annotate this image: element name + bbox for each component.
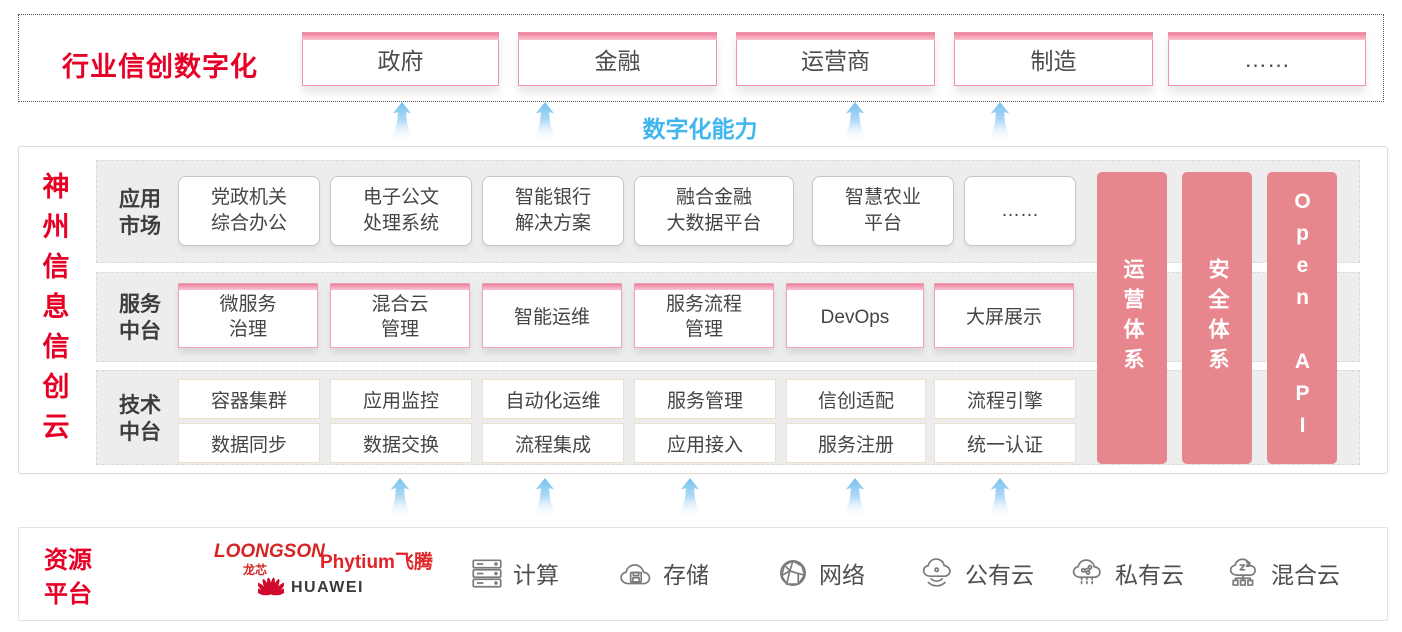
service-box-dashboard: 大屏展示 bbox=[934, 283, 1074, 348]
public-cloud-icon bbox=[922, 558, 951, 587]
platform-vertical-title: 神州信息信创云 bbox=[38, 172, 69, 452]
tech-box-unified-auth: 统一认证 bbox=[934, 423, 1076, 463]
up-arrow-icon bbox=[841, 478, 869, 518]
storage-icon bbox=[620, 564, 651, 585]
resource-item-public-cloud: 公有云 bbox=[920, 556, 1034, 590]
pillar-security-system: 安全体系 bbox=[1182, 172, 1252, 464]
industry-band bbox=[18, 14, 1384, 102]
service-box-intelligent-ops: 智能运维 bbox=[482, 283, 622, 348]
sector-box-more: …… bbox=[1168, 32, 1366, 86]
capability-label: 数字化能力 bbox=[642, 116, 758, 142]
resource-item-storage: 存储 bbox=[618, 556, 709, 590]
row-label-tech-middle: 技术 中台 bbox=[119, 394, 161, 445]
tech-box-service-mgmt: 服务管理 bbox=[634, 379, 776, 419]
pillar-open-api: Open API bbox=[1267, 172, 1337, 464]
huawei-logo: HUAWEI bbox=[258, 577, 364, 599]
huawei-flower-icon bbox=[258, 577, 284, 598]
service-box-devops: DevOps bbox=[786, 283, 924, 348]
loongson-logo: LOONGSON bbox=[214, 541, 325, 562]
tech-box-app-access: 应用接入 bbox=[634, 423, 776, 463]
app-box-smart-banking: 智能银行 解决方案 bbox=[482, 176, 624, 246]
up-arrow-icon bbox=[841, 102, 869, 142]
up-arrow-icon bbox=[531, 102, 559, 142]
up-arrow-icon bbox=[986, 478, 1014, 518]
service-box-microservice-governance: 微服务 治理 bbox=[178, 283, 318, 348]
hybrid-cloud-icon bbox=[1229, 558, 1256, 586]
sector-box-manufacturing: 制造 bbox=[954, 32, 1153, 86]
up-arrow-icon bbox=[986, 102, 1014, 142]
row-label-app-market: 应用 市场 bbox=[119, 188, 161, 239]
up-arrow-icon bbox=[676, 478, 704, 518]
app-box-e-document: 电子公文 处理系统 bbox=[330, 176, 472, 246]
app-box-party-gov-office: 党政机关 综合办公 bbox=[178, 176, 320, 246]
up-arrow-icon bbox=[386, 478, 414, 518]
resource-item-network: 网络 bbox=[774, 556, 865, 590]
app-box-more: …… bbox=[964, 176, 1076, 246]
tech-box-container-cluster: 容器集群 bbox=[178, 379, 320, 419]
tech-box-automated-ops: 自动化运维 bbox=[482, 379, 624, 419]
tech-box-process-engine: 流程引擎 bbox=[934, 379, 1076, 419]
sector-box-government: 政府 bbox=[302, 32, 499, 86]
sector-box-operator: 运营商 bbox=[736, 32, 935, 86]
loongson-cn-label: 龙芯 bbox=[243, 563, 268, 577]
resource-item-hybrid-cloud: 混合云 bbox=[1226, 556, 1340, 590]
resource-platform-panel bbox=[18, 527, 1388, 621]
industry-band-title: 行业信创数字化 bbox=[62, 52, 258, 82]
phytium-logo: Phytium飞腾 bbox=[320, 552, 433, 573]
network-icon bbox=[780, 560, 806, 586]
resource-platform-title: 资源 平台 bbox=[44, 547, 92, 608]
tech-box-process-integration: 流程集成 bbox=[482, 423, 624, 463]
resource-item-private-cloud: 私有云 bbox=[1070, 556, 1184, 590]
tech-box-app-monitoring: 应用监控 bbox=[330, 379, 472, 419]
huawei-text: HUAWEI bbox=[291, 579, 364, 596]
up-arrow-icon bbox=[388, 102, 416, 142]
app-box-smart-agriculture: 智慧农业 平台 bbox=[812, 176, 954, 246]
tech-box-service-registry: 服务注册 bbox=[786, 423, 926, 463]
resource-item-compute: 计算 bbox=[468, 556, 559, 590]
app-box-finance-bigdata: 融合金融 大数据平台 bbox=[634, 176, 794, 246]
row-label-service-middle: 服务 中台 bbox=[119, 293, 161, 344]
tech-box-data-exchange: 数据交换 bbox=[330, 423, 472, 463]
service-box-service-process-mgmt: 服务流程 管理 bbox=[634, 283, 774, 348]
up-arrow-icon bbox=[531, 478, 559, 518]
sector-box-finance: 金融 bbox=[518, 32, 717, 86]
pillar-operation-system: 运营体系 bbox=[1097, 172, 1167, 464]
tech-box-xinchuang-adaptation: 信创适配 bbox=[786, 379, 926, 419]
private-cloud-icon bbox=[1072, 559, 1101, 586]
compute-icon bbox=[472, 559, 502, 588]
tech-box-data-sync: 数据同步 bbox=[178, 423, 320, 463]
service-box-hybrid-cloud-mgmt: 混合云 管理 bbox=[330, 283, 470, 348]
